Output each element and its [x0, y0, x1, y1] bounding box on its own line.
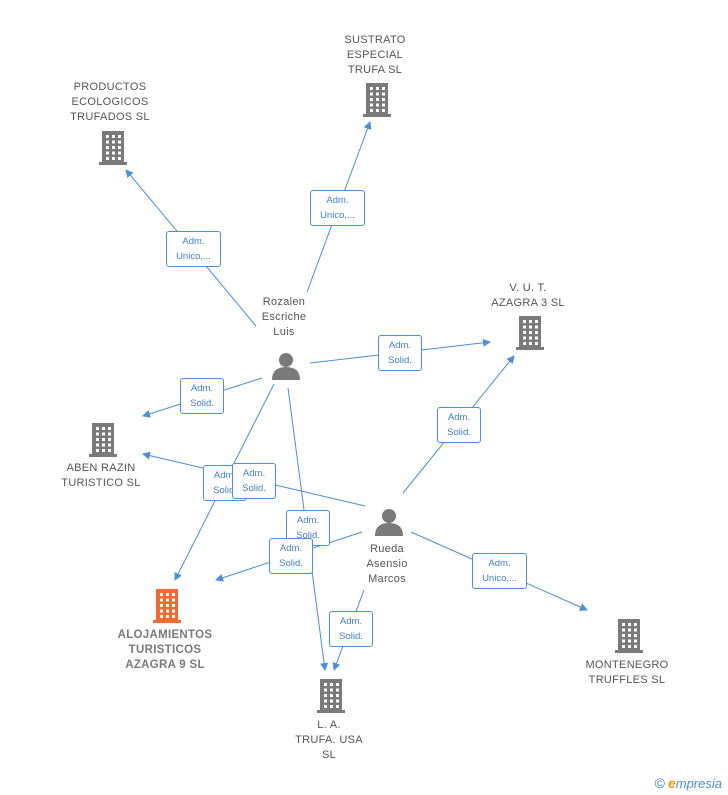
edge-label-rozalen-sustrato: Adm. Unico,... [310, 190, 365, 226]
building-icon[interactable] [153, 589, 181, 623]
brand-name: mpresia [675, 776, 722, 791]
building-icon[interactable] [516, 316, 544, 350]
node-label-alojamientos[interactable]: ALOJAMIENTOS TURISTICOS AZAGRA 9 SL [117, 629, 213, 671]
building-icon[interactable] [99, 131, 127, 165]
building-icon[interactable] [317, 679, 345, 713]
edge-label-rueda-montenegro: Adm. Unico,... [472, 553, 527, 589]
edge-label-rozalen-productos: Adm. Unico,... [166, 231, 221, 267]
node-label-vut[interactable]: V. U. T. AZAGRA 3 SL [491, 282, 565, 309]
node-label-montenegro[interactable]: MONTENEGRO TRUFFLES SL [585, 659, 669, 686]
node-label-productos[interactable]: PRODUCTOS ECOLOGICOS TRUFADOS SL [70, 81, 150, 123]
person-icon[interactable] [375, 509, 403, 536]
edge-label-rozalen-vut: Adm. Solid. [378, 335, 422, 371]
edge-label-rueda-aben: Adm. Solid. [232, 463, 276, 499]
node-label-sustrato[interactable]: SUSTRATO ESPECIAL TRUFA SL [344, 34, 406, 76]
building-icon[interactable] [89, 423, 117, 457]
brand-initial: e [667, 775, 676, 791]
node-label-rueda[interactable]: Rueda Asensio Marcos [366, 543, 408, 585]
node-label-la[interactable]: L. A. TRUFA. USA SL [295, 719, 363, 761]
person-icon[interactable] [272, 353, 300, 380]
edge-label-rueda-la: Adm. Solid. [329, 611, 373, 647]
building-icon[interactable] [615, 619, 643, 653]
edge-label-rueda-vut: Adm. Solid. [437, 407, 481, 443]
edge-label-rozalen-aben: Adm. Solid. [180, 378, 224, 414]
building-icon[interactable] [363, 83, 391, 117]
copyright-footer: ©empresia [655, 775, 722, 791]
node-label-rozalen[interactable]: Rozalen Escriche Luis [261, 296, 307, 338]
node-label-aben[interactable]: ABEN RAZIN TURISTICO SL [61, 462, 141, 489]
edge-label-rueda-alojamientos: Adm. Solid. [269, 538, 313, 574]
icons-layer [89, 83, 643, 713]
copyright-symbol: © [654, 775, 665, 791]
